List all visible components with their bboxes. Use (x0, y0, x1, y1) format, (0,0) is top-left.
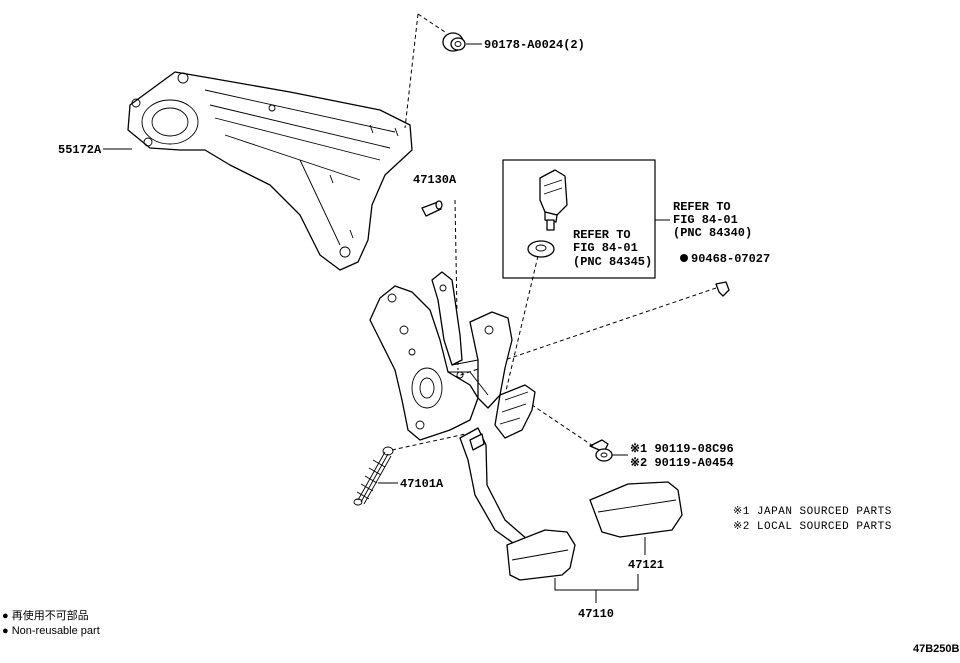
dash-switch (504, 255, 539, 396)
refer2-line2: FIG 84-01 (573, 241, 638, 255)
label-47101a[interactable]: 47101A (400, 477, 444, 491)
legend-en: ● Non-reusable part (2, 625, 100, 637)
refer2-line3[interactable]: (PNC 84345) (573, 255, 652, 269)
label-90119-1[interactable]: ※1 90119-08C96 (630, 442, 734, 456)
note-japan-sourced: ※1 JAPAN SOURCED PARTS (733, 506, 892, 518)
bracket-47110 (554, 574, 639, 591)
label-47121[interactable]: 47121 (628, 558, 664, 572)
pedal-support-bracket[interactable] (369, 271, 536, 441)
refer-box (502, 159, 656, 279)
note-local-sourced: ※2 LOCAL SOURCED PARTS (733, 521, 892, 533)
nut-90178[interactable] (442, 32, 466, 52)
label-47130a[interactable]: 47130A (413, 173, 457, 187)
label-90178[interactable]: 90178-A0024(2) (484, 38, 585, 52)
label-90468[interactable]: 90468-07027 (691, 252, 770, 266)
clip-90468[interactable] (715, 281, 730, 297)
refer1-line3[interactable]: (PNC 84340) (673, 226, 752, 240)
bracket-55172a[interactable] (127, 71, 413, 271)
stop-lamp-switch[interactable] (539, 169, 568, 231)
label-47110[interactable]: 47110 (578, 607, 614, 621)
figure-id: 47B250B (913, 643, 960, 655)
refer1-line1: REFER TO (673, 200, 731, 214)
switch-nut[interactable] (527, 240, 555, 258)
refer2-line1: REFER TO (573, 228, 631, 242)
label-90119-2[interactable]: ※2 90119-A0454 (630, 456, 734, 470)
brake-pedal-arm-47110[interactable] (459, 427, 576, 581)
dash-90119 (531, 404, 594, 447)
bolt-90119[interactable] (589, 439, 613, 462)
non-reusable-dot-icon (680, 254, 688, 262)
dash-90178-top (417, 13, 446, 33)
refer1-line2: FIG 84-01 (673, 213, 738, 227)
dash-47101a (391, 432, 471, 451)
label-55172a[interactable]: 55172A (58, 143, 102, 157)
pin-47130a[interactable] (421, 200, 443, 217)
pedal-pad-47121[interactable] (589, 481, 683, 538)
dash-90178-down (404, 13, 419, 129)
return-spring-47101a[interactable] (353, 446, 394, 506)
legend-jp: ● 再使用不可部品 (2, 608, 89, 622)
